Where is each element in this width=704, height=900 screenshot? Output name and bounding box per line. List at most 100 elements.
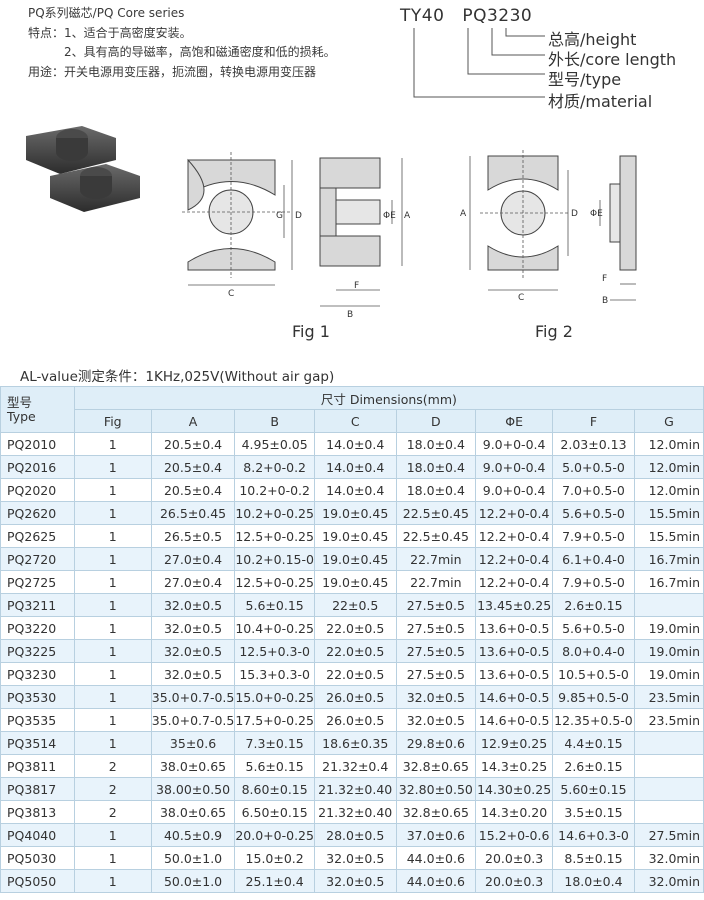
table-cell: 12.35+0.5-0 [552,708,635,732]
table-cell: 2 [73,800,152,824]
table-cell: 8.2+0-0.2 [234,455,315,479]
table-cell: 20.0±0.3 [475,869,554,893]
table-cell: 15.5min [633,501,704,525]
table-cell: 18.0±0.4 [395,455,477,479]
dim-e-fig1: ΦE [383,211,396,221]
type-cell: PQ5030 [0,846,75,870]
table-cell: 19.0±0.45 [313,524,397,548]
table-cell: 20.5±0.4 [150,432,236,456]
table-cell: 12.0min [633,432,704,456]
table-cell: 15.2+0-0.6 [475,823,554,847]
table-cell: 3.5±0.15 [552,800,635,824]
table-cell: 32.8±0.65 [395,754,477,778]
table-cell [633,800,704,824]
table-cell: 9.85+0.5-0 [552,685,635,709]
table-cell: 2.6±0.15 [552,593,635,617]
type-cell: PQ3535 [0,708,75,732]
table-cell: 2.6±0.15 [552,754,635,778]
table-cell: 14.0±0.4 [313,478,397,502]
col-header-g: G [633,409,704,433]
table-cell: 22.7min [395,570,477,594]
table-cell: 37.0±0.6 [395,823,477,847]
col-header-f: F [552,409,635,433]
table-cell: 12.2+0-0.4 [475,524,554,548]
dim-d-fig1: D [295,211,302,221]
table-cell: 14.3±0.25 [475,754,554,778]
table-cell: 19.0±0.45 [313,501,397,525]
table-cell: 2 [73,777,152,801]
table-cell: 10.5+0.5-0 [552,662,635,686]
table-cell: 50.0±1.0 [150,869,236,893]
table-cell: 35.0+0.7-0.5 [150,685,236,709]
col-header-e: ΦE [475,409,554,433]
table-cell: 4.95±0.05 [234,432,315,456]
table-cell: 40.5±0.9 [150,823,236,847]
type-cell: PQ2016 [0,455,75,479]
type-cell: PQ2020 [0,478,75,502]
table-cell: 6.1+0.4-0 [552,547,635,571]
table-cell: 22±0.5 [313,593,397,617]
table-cell: 32.0min [633,869,704,893]
table-cell: 44.0±0.6 [395,846,477,870]
dim-e-fig2: ΦE [590,209,603,219]
table-cell: 7.0+0.5-0 [552,478,635,502]
table-cell: 18.0±0.4 [552,869,635,893]
type-cell: PQ2725 [0,570,75,594]
table-cell: 22.5±0.45 [395,501,477,525]
table-cell: 7.9+0.5-0 [552,524,635,548]
feature-2: 2、具有高的导磁率，高饱和磁通密度和低的损耗。 [64,45,336,59]
legend-leader-lines [413,28,545,98]
type-cell: PQ3813 [0,800,75,824]
table-cell: 19.0min [633,662,704,686]
table-cell: 1 [73,731,152,755]
table-cell: 35.0+0.7-0.5 [150,708,236,732]
intro-block: PQ系列磁芯/PQ Core series 特点：1、适合于高密度安装。 2、具… [28,4,336,82]
material-label: 材质/material [548,92,653,111]
table-cell: 27.0±0.4 [150,570,236,594]
dim-f-fig2: F [602,274,607,284]
table-cell: 9.0+0-0.4 [475,432,554,456]
table-cell: 26.0±0.5 [313,708,397,732]
table-cell: 23.5min [633,685,704,709]
table-cell: 19.0±0.45 [313,570,397,594]
table-cell: 10.4+0-0.25 [234,616,315,640]
table-cell: 1 [73,846,152,870]
dimensions-header: 尺寸 Dimensions(mm) [73,386,704,410]
dim-b-fig2: B [602,296,608,306]
type-cell: PQ3220 [0,616,75,640]
table-cell: 10.2+0-0.2 [234,478,315,502]
col-header-fig: Fig [73,409,152,433]
table-cell: 26.0±0.5 [313,685,397,709]
table-cell: 5.6+0.5-0 [552,501,635,525]
table-cell: 9.0+0-0.4 [475,478,554,502]
table-cell: 1 [73,432,152,456]
table-cell: 27.5±0.5 [395,662,477,686]
table-cell: 18.6±0.35 [313,731,397,755]
table-cell: 14.30±0.25 [475,777,554,801]
table-cell: 8.0+0.4-0 [552,639,635,663]
table-cell: 12.0min [633,478,704,502]
table-cell: 20.0±0.3 [475,846,554,870]
table-cell: 12.2+0-0.4 [475,501,554,525]
fig1-label: Fig 1 [292,322,330,341]
table-cell: 18.0±0.4 [395,432,477,456]
table-cell: 32.0±0.5 [395,708,477,732]
table-cell: 32.0±0.5 [150,593,236,617]
table-cell: 22.7min [395,547,477,571]
table-cell: 1 [73,455,152,479]
usage-text: 用途：开关电源用变压器，扼流圈，转换电源用变压器 [28,64,317,79]
table-cell: 6.50±0.15 [234,800,315,824]
table-cell: 15.3+0.3-0 [234,662,315,686]
table-cell: 19.0min [633,616,704,640]
type-header: 型号 Type [0,386,75,433]
